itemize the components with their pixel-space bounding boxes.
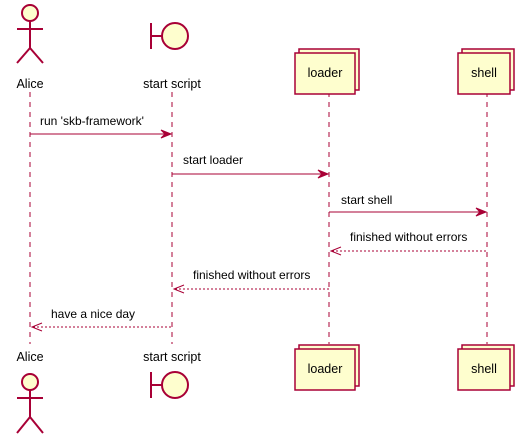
arrow-head-icon (475, 207, 488, 217)
collections-loader-top: loader (294, 48, 360, 95)
participant-label-start-script: start script (143, 350, 201, 364)
arrow-head-icon (317, 169, 330, 179)
participant-label-shell: shell (471, 66, 497, 80)
collections-shell-top: shell (457, 48, 515, 95)
participant-label-shell: shell (471, 362, 497, 376)
participant-label-alice: Alice (16, 77, 43, 91)
message-label: finished without errors (193, 268, 310, 282)
message-5: finished without errors (172, 268, 329, 294)
collections-shell-bottom: shell (457, 344, 515, 391)
message-3: start shell (329, 193, 488, 217)
message-label: finished without errors (350, 230, 467, 244)
participant-label-start-script: start script (143, 77, 201, 91)
actor-alice-bottom: Alice (16, 350, 44, 434)
participant-label-alice: Alice (16, 350, 43, 364)
actor-icon (16, 4, 44, 64)
actor-icon (16, 373, 44, 434)
message-6: have a nice day (30, 307, 172, 332)
message-label: start shell (341, 193, 392, 207)
boundary-icon (150, 22, 189, 50)
message-label: start loader (183, 153, 243, 167)
boundary-start-script-top: start script (143, 22, 201, 91)
message-1: run 'skb-framework' (30, 114, 173, 139)
message-2: start loader (172, 153, 330, 179)
message-label: run 'skb-framework' (40, 114, 144, 128)
boundary-icon (150, 371, 189, 399)
participant-label-loader: loader (308, 66, 343, 80)
participant-label-loader: loader (308, 362, 343, 376)
message-label: have a nice day (51, 307, 135, 321)
boundary-start-script-bottom: start script (143, 350, 201, 399)
collections-loader-bottom: loader (294, 344, 360, 391)
arrow-head-icon (172, 284, 185, 294)
arrow-head-icon (329, 246, 342, 256)
arrow-head-icon (30, 322, 43, 332)
arrow-head-icon (160, 129, 173, 139)
message-4: finished without errors (329, 230, 487, 256)
actor-alice-top: Alice (16, 4, 44, 91)
